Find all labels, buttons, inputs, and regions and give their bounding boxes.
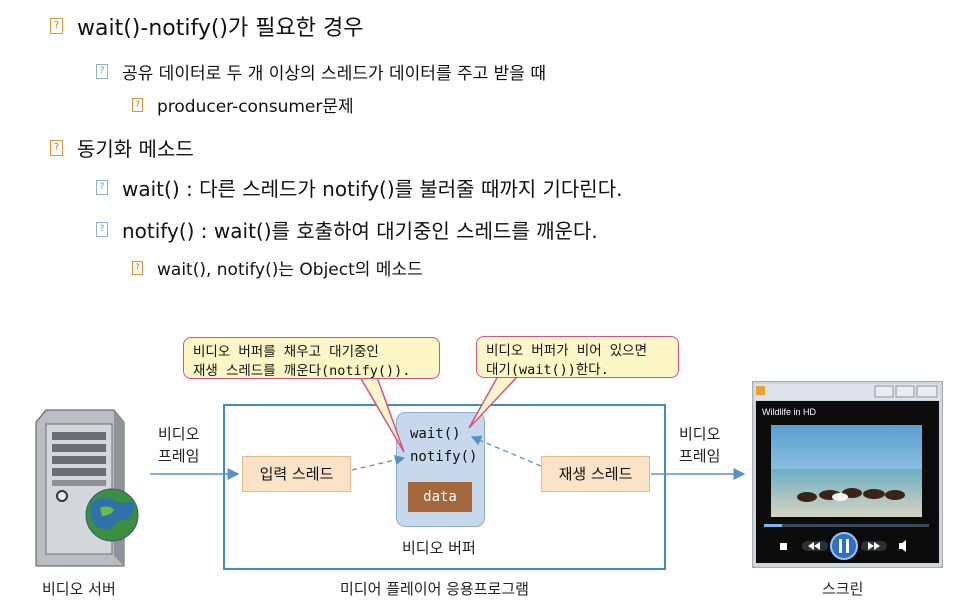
bullet-text: wait()-notify()가 필요한 경우 <box>77 16 364 41</box>
play-thread-box: 재생 스레드 <box>541 456 650 492</box>
buffer-wait-text: wait() <box>410 426 461 442</box>
video-frame-label-right: 비디오 프레임 <box>679 423 720 467</box>
question-box-icon: ? <box>132 260 143 275</box>
question-box-icon: ? <box>132 97 143 112</box>
bullet-level3-object-methods: ? wait(), notify()는 Object의 메소드 <box>132 255 423 280</box>
callout-wait-line2: 대기(wait())한다. <box>486 362 609 378</box>
bullet-text: 공유 데이터로 두 개 이상의 스레드가 데이터를 주고 받을 때 <box>122 64 546 84</box>
bullet-text: 동기화 메소드 <box>77 137 194 161</box>
media-player-app-label: 미디어 플레이어 응용프로그램 <box>340 580 529 598</box>
question-box-icon: ? <box>50 18 63 34</box>
callout-wait: 비디오 버퍼가 비어 있으면 대기(wait())한다. <box>476 336 679 378</box>
bullet-level2-wait: ? wait() : 다른 스레드가 notify()를 불러줄 때까지 기다린… <box>96 173 622 202</box>
bullet-text: producer-consumer문제 <box>157 97 354 117</box>
bullet-level2-shared-data: ? 공유 데이터로 두 개 이상의 스레드가 데이터를 주고 받을 때 <box>96 59 546 84</box>
buffer-data-block: data <box>408 482 472 512</box>
callout-notify-line1: 비디오 버퍼를 채우고 대기중인 <box>193 344 379 360</box>
bullet-level3-producer-consumer: ? producer-consumer문제 <box>132 92 354 117</box>
callout-notify-line2: 재생 스레드를 깨운다(notify()). <box>193 363 411 379</box>
video-frame-label-left: 비디오 프레임 <box>158 423 199 467</box>
screen-label: 스크린 <box>822 580 864 598</box>
buffer-notify-text: notify() <box>410 449 478 465</box>
question-box-icon: ? <box>96 180 108 195</box>
question-box-icon: ? <box>96 64 108 79</box>
bullet-text: wait(), notify()는 Object의 메소드 <box>157 260 423 280</box>
bullet-level1-need: ? wait()-notify()가 필요한 경우 <box>50 10 363 42</box>
frame-label-line2: 프레임 <box>158 447 200 465</box>
question-box-icon: ? <box>50 139 63 156</box>
question-box-icon: ? <box>96 222 108 237</box>
video-buffer-label: 비디오 버퍼 <box>402 539 476 557</box>
server-tower-icon <box>35 409 139 567</box>
player-title-text: Wildlife in HD <box>762 407 817 417</box>
frame-label-line1: 비디오 <box>679 425 721 443</box>
video-server-label: 비디오 서버 <box>42 580 116 598</box>
media-player-window-icon: Wildlife in HD <box>752 381 943 568</box>
frame-label-line2: 프레임 <box>679 447 721 465</box>
bullet-level2-notify: ? notify() : wait()를 호출하여 대기중인 스레드를 깨운다. <box>96 215 598 244</box>
media-player-app-frame <box>223 404 666 570</box>
bullet-level1-sync-methods: ? 동기화 메소드 <box>50 133 194 162</box>
frame-label-line1: 비디오 <box>158 425 200 443</box>
input-thread-box: 입력 스레드 <box>242 456 351 492</box>
callout-notify: 비디오 버퍼를 채우고 대기중인 재생 스레드를 깨운다(notify()). <box>183 337 440 379</box>
bullet-text: notify() : wait()를 호출하여 대기중인 스레드를 깨운다. <box>122 219 598 243</box>
bullet-text: wait() : 다른 스레드가 notify()를 불러줄 때까지 기다린다. <box>122 177 623 201</box>
callout-wait-line1: 비디오 버퍼가 비어 있으면 <box>486 343 648 359</box>
